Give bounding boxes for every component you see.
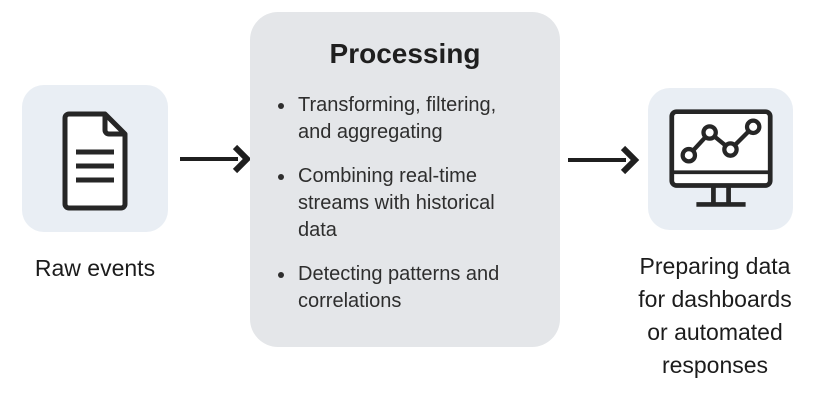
processing-bullet-list: Transforming, filtering, and aggregating… (250, 92, 526, 315)
raw-events-card (22, 85, 168, 232)
dashboard-label-line: Preparing data (639, 253, 791, 279)
dashboard-label-line: or automated (647, 319, 783, 345)
raw-events-label: Raw events (34, 255, 156, 281)
dashboard-card (648, 88, 793, 230)
document-icon (62, 111, 128, 210)
dashboard-label-line: responses (661, 352, 769, 378)
dashboard-label: Preparing data for dashboards or automat… (605, 250, 825, 382)
monitor-line-chart-icon (668, 109, 773, 207)
arrow-right-icon (568, 145, 640, 175)
processing-bullet: Detecting patterns and correlations (296, 261, 526, 315)
processing-bullet: Combining real-time streams with histori… (296, 163, 526, 244)
processing-title: Processing (329, 38, 481, 69)
arrow-right-icon (180, 144, 252, 174)
dashboard-label-line: for dashboards (638, 286, 792, 312)
processing-bullet: Transforming, filtering, and aggregating (296, 92, 526, 146)
processing-box: Processing Transforming, filtering, and … (250, 12, 560, 347)
